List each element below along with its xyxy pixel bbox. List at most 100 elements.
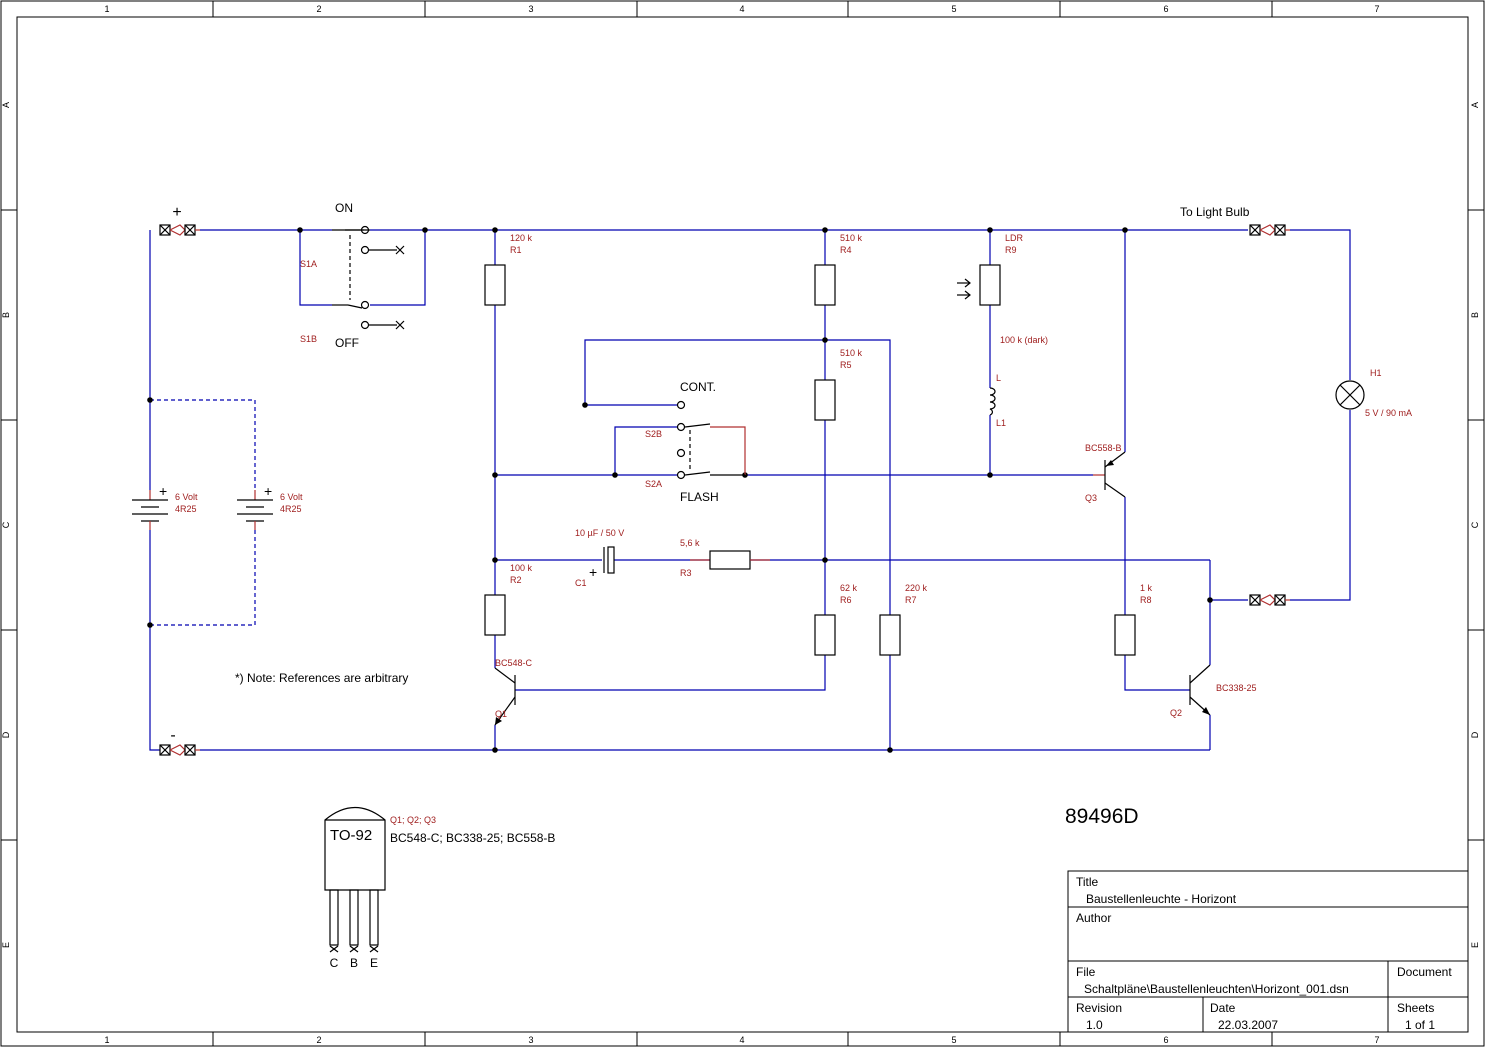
r6-value: 62 k (840, 583, 858, 593)
resistor-r2 (484, 594, 506, 636)
switch-cont-label: CONT. (680, 380, 716, 394)
resistor-r6 (814, 614, 836, 656)
r3-value: 5,6 k (680, 538, 700, 548)
resistor-r8 (1114, 614, 1136, 656)
document-label: Document (1397, 965, 1452, 979)
r3-ref: R3 (680, 568, 692, 578)
battery-2: + (237, 483, 273, 530)
lamp-h1 (1335, 380, 1365, 410)
to-light-bulb-label: To Light Bulb (1180, 205, 1250, 219)
l1-ref: L1 (996, 418, 1006, 428)
sheets-value: 1 of 1 (1405, 1018, 1435, 1032)
r5-value: 510 k (840, 348, 863, 358)
col-label-top-4: 4 (739, 4, 744, 14)
switch-off-label: OFF (335, 336, 359, 350)
r2-ref: R2 (510, 575, 522, 585)
c1-value: 10 µF / 50 V (575, 528, 624, 538)
r2-value: 100 k (510, 563, 533, 573)
resistor-r4 (814, 264, 836, 306)
s1a-ref: S1A (300, 259, 317, 269)
s2b-ref: S2B (645, 429, 662, 439)
col-label-top-5: 5 (951, 4, 956, 14)
transistor-q1 (494, 667, 516, 726)
col-label-top-1: 1 (104, 4, 109, 14)
resistor-r3 (690, 550, 770, 570)
q1-value: BC548-C (495, 658, 533, 668)
switch-on-label: ON (335, 201, 353, 215)
col-label-bottom-7: 7 (1374, 1035, 1379, 1045)
transistor-q2 (1189, 664, 1211, 716)
r9-dark-note: 100 k (dark) (1000, 335, 1048, 345)
switch-flash-label: FLASH (680, 490, 719, 504)
connector-light-bulb-top (1249, 224, 1290, 236)
revision-label: Revision (1076, 1001, 1122, 1015)
q1-ref: Q1 (495, 709, 507, 719)
row-label-left-a: A (1, 102, 11, 108)
s2a-ref: S2A (645, 479, 662, 489)
r1-value: 120 k (510, 233, 533, 243)
svg-text:+: + (159, 483, 167, 499)
r6-ref: R6 (840, 595, 852, 605)
col-label-top-2: 2 (316, 4, 321, 14)
switch-s1 (332, 225, 405, 330)
col-label-top-3: 3 (528, 4, 533, 14)
q2-value: BC338-25 (1216, 683, 1257, 693)
svg-text:+: + (264, 483, 272, 499)
pin-b-label: B (350, 956, 358, 970)
col-label-bottom-2: 2 (316, 1035, 321, 1045)
title-value: Baustellenleuchte - Horizont (1086, 892, 1237, 906)
battery-1: + (132, 483, 168, 530)
h1-value: 5 V / 90 mA (1365, 408, 1412, 418)
document-number: 89496D (1065, 805, 1139, 828)
col-label-top-6: 6 (1163, 4, 1168, 14)
r8-ref: R8 (1140, 595, 1152, 605)
r7-ref: R7 (905, 595, 917, 605)
ldr-r9 (957, 264, 1001, 306)
q3-ref: Q3 (1085, 493, 1097, 503)
col-label-bottom-6: 6 (1163, 1035, 1168, 1045)
note-text: *) Note: References are arbitrary (235, 671, 408, 685)
r4-ref: R4 (840, 245, 852, 255)
row-label-left-b: B (1, 312, 11, 318)
row-label-right-d: D (1470, 731, 1480, 738)
date-label: Date (1210, 1001, 1236, 1015)
row-label-left-d: D (1, 731, 11, 738)
row-label-right-b: B (1470, 312, 1480, 318)
h1-ref: H1 (1370, 368, 1382, 378)
battery-2-value: 6 Volt (280, 492, 303, 502)
r4-value: 510 k (840, 233, 863, 243)
r5-ref: R5 (840, 360, 852, 370)
title-label: Title (1076, 875, 1099, 889)
connector-minus (159, 744, 200, 756)
col-label-bottom-5: 5 (951, 1035, 956, 1045)
s1b-ref: S1B (300, 334, 317, 344)
file-label: File (1076, 965, 1096, 979)
r7-value: 220 k (905, 583, 928, 593)
row-label-right-a: A (1470, 102, 1480, 108)
col-label-bottom-4: 4 (739, 1035, 744, 1045)
svg-text:+: + (589, 564, 597, 580)
col-label-bottom-3: 3 (528, 1035, 533, 1045)
to92-package-drawing (324, 807, 386, 953)
r8-value: 1 k (1140, 583, 1153, 593)
r9-value: LDR (1005, 233, 1024, 243)
revision-value: 1.0 (1086, 1018, 1103, 1032)
date-value: 22.03.2007 (1218, 1018, 1278, 1032)
c1-ref: C1 (575, 578, 587, 588)
package-name: TO-92 (330, 827, 372, 844)
connector-light-bulb-bottom (1249, 594, 1290, 606)
minus-label: - (170, 727, 175, 744)
inductor-l1 (989, 387, 996, 416)
pin-c-label: C (330, 956, 339, 970)
battery-2-ref: 4R25 (280, 504, 302, 514)
row-label-right-c: C (1470, 521, 1480, 528)
capacitor-c1: + (589, 546, 615, 580)
title-block (1067, 870, 1469, 1033)
junction-dots (147, 227, 1213, 753)
package-types: BC548-C; BC338-25; BC558-B (390, 831, 555, 845)
row-label-right-e: E (1470, 942, 1480, 948)
q3-value: BC558-B (1085, 443, 1122, 453)
connector-plus (159, 224, 200, 236)
resistor-r5 (814, 379, 836, 421)
q2-ref: Q2 (1170, 708, 1182, 718)
